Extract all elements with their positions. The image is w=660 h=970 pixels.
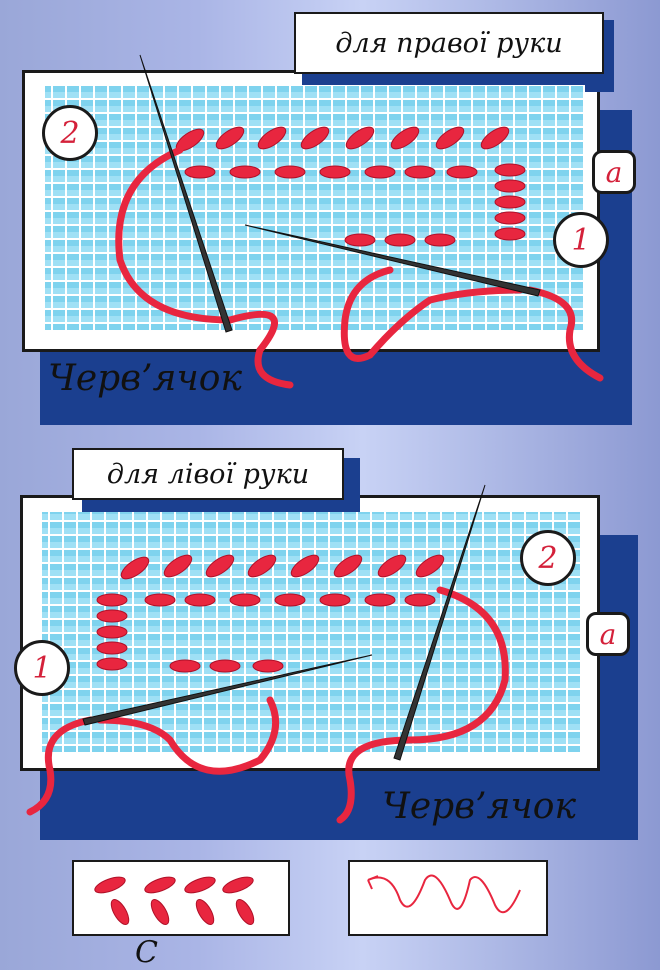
sample-stitch [110,899,130,925]
thread [336,586,509,824]
thread [115,146,294,389]
stitch [120,556,150,580]
marker-right: 2 [520,530,576,586]
needle [82,654,373,726]
stitch [364,593,396,607]
stitch [344,233,376,247]
sample-stitch [222,876,254,894]
stitch [364,165,396,179]
sample-thread-path [367,874,521,914]
marker-left: 2 [42,105,98,161]
tag-a: a [586,612,630,656]
sample-stitch [150,899,170,925]
marker-left: 1 [14,640,70,696]
stitch [446,165,478,179]
stitch [96,593,128,607]
stitch-sample-left [72,860,290,936]
thread [26,696,280,816]
stitch [169,659,201,673]
bottom-panel-title: для лівої руки [72,448,344,500]
stitch [319,593,351,607]
stitch [290,554,320,578]
stitch [494,211,526,225]
stitch [404,593,436,607]
needle [393,484,486,761]
stitch [274,165,306,179]
sample-stitch [195,899,215,925]
stitch [480,126,510,150]
stitch [209,659,241,673]
stitch [415,554,445,578]
marker-right: 1 [553,212,609,268]
stitch-sample-right [348,860,548,936]
panel-caption: Черв’ячок [382,786,576,827]
stitch [163,554,193,578]
tag-a: a [592,150,636,194]
sample-stitch [184,876,216,894]
stitch [215,126,245,150]
stitch [494,227,526,241]
stitch [494,163,526,177]
stitch [252,659,284,673]
stitch [96,625,128,639]
stitch [96,609,128,623]
stitch [435,126,465,150]
needle [139,54,233,333]
sample-stitch [144,876,176,894]
stitch [333,554,363,578]
stitch [494,179,526,193]
stitch [96,657,128,671]
sample-stitch [94,876,126,894]
sample-stitch [235,899,255,925]
stitch [274,593,306,607]
stitch [96,641,128,655]
stitch [319,165,351,179]
stitch [184,593,216,607]
stitch [184,165,216,179]
stitch [494,195,526,209]
panel-caption: Черв’ячок [48,358,242,399]
top-panel-title: для правої руки [294,12,604,74]
thread [340,266,604,382]
stitch [384,233,416,247]
stitch [205,554,235,578]
stitch [247,554,277,578]
stitch [229,593,261,607]
stitch [300,126,330,150]
stitch [345,126,375,150]
stitch [377,554,407,578]
arrow-icon [367,875,379,890]
stitch [404,165,436,179]
needle [244,224,541,297]
footer-partial-text: С [135,935,158,970]
stitch [257,126,287,150]
stitch [229,165,261,179]
stitch [144,593,176,607]
stitch [390,126,420,150]
stitch [424,233,456,247]
